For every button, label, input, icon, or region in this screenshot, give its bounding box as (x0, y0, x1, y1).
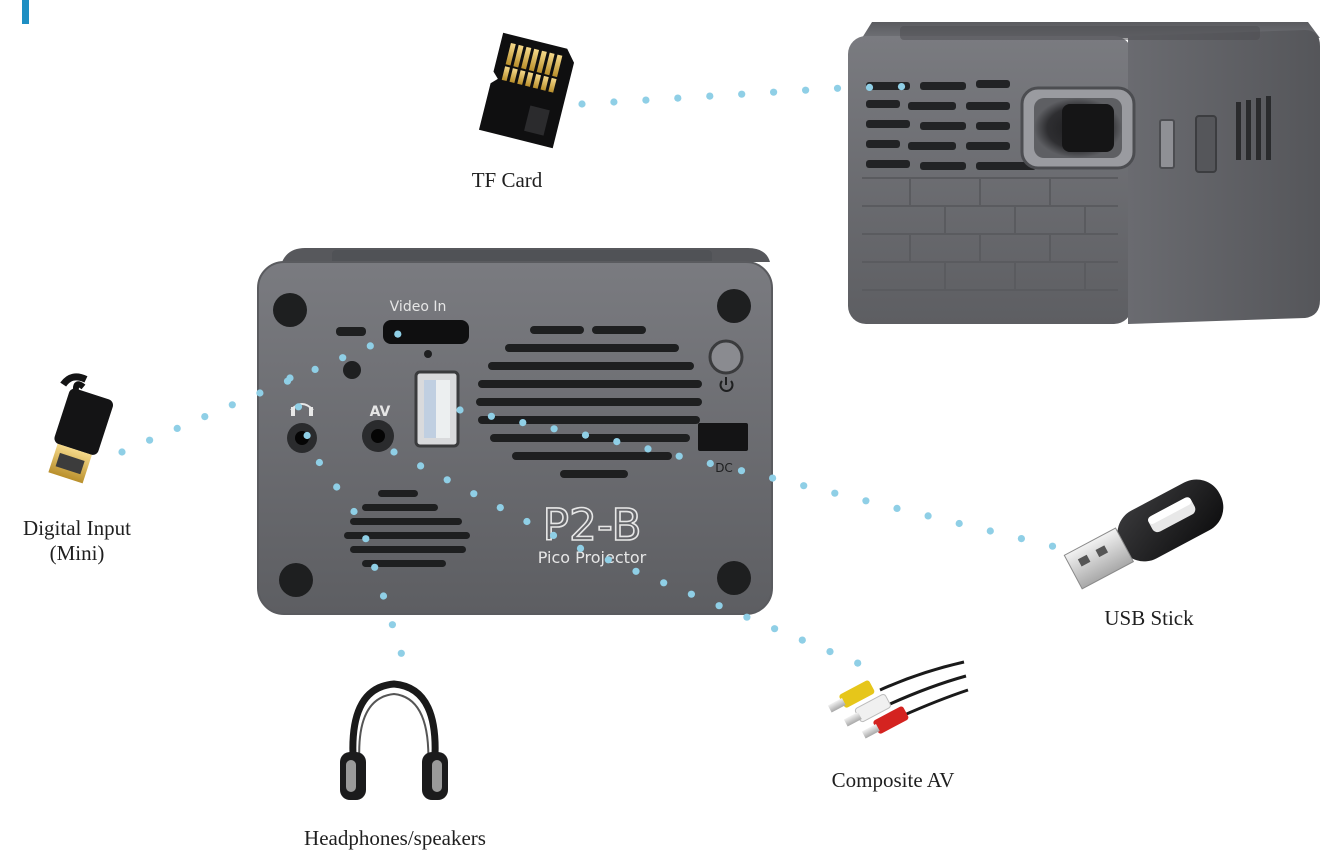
label-tf-card: TF Card (471, 168, 543, 192)
connection-dot (366, 342, 374, 350)
connection-dot (897, 83, 906, 91)
connection-dot (303, 431, 311, 440)
connection-dot (924, 512, 932, 520)
connection-dot (706, 92, 714, 100)
rca-cable-icon (827, 660, 969, 739)
connection-dot (675, 452, 683, 460)
connection-dot (738, 90, 746, 98)
connection-dot (118, 448, 126, 456)
connection-dot (201, 413, 209, 421)
connection-dot (826, 648, 834, 656)
connection-dot (394, 330, 402, 338)
connection-dot (800, 482, 808, 490)
model-name: P2-B (542, 500, 641, 551)
connection-dot (576, 544, 585, 553)
model-subtitle: Pico Projector (538, 548, 647, 567)
line-tf-card (578, 83, 906, 108)
connection-dot (549, 531, 558, 540)
headphone-port-icon (290, 403, 314, 416)
connection-dot (397, 649, 405, 657)
connection-dot (674, 94, 682, 102)
connection-dot (706, 459, 714, 468)
label-headphones: Headphones/speakers (304, 826, 486, 850)
connection-dot (371, 563, 379, 571)
connection-dot (769, 474, 777, 482)
line-headphones (286, 374, 405, 657)
connection-dot (604, 556, 612, 564)
connection-dot (687, 590, 696, 598)
connection-dot (456, 406, 464, 414)
connection-dot (286, 374, 294, 382)
connection-dot (715, 602, 723, 610)
label-digital-input-line2: (Mini) (49, 541, 105, 565)
label-usb-stick: USB Stick (1104, 606, 1194, 630)
video-in-label: Video In (390, 299, 447, 315)
connection-dot (417, 462, 425, 470)
connection-dot (578, 100, 586, 108)
usb-stick-icon (1063, 479, 1224, 590)
connection-lines (118, 83, 1057, 667)
connection-dot (660, 579, 668, 587)
connection-dot (362, 535, 370, 543)
dc-label: DC (715, 461, 733, 475)
connection-dot (519, 419, 527, 427)
line-usb (456, 406, 1057, 550)
line-av (390, 448, 862, 667)
connection-dot (350, 507, 358, 516)
connection-dot (173, 424, 181, 432)
connection-dot (470, 490, 478, 498)
connection-dot (831, 489, 839, 497)
connection-dot (379, 592, 388, 600)
label-digital-input: Digital Input (Mini) (2, 516, 152, 566)
connection-dot (770, 88, 778, 96)
power-icon (719, 377, 734, 392)
connection-dot (443, 476, 451, 484)
connection-dot (644, 445, 652, 453)
connection-dot (833, 84, 842, 92)
connection-dot (333, 483, 341, 491)
connection-dot (632, 567, 640, 575)
connection-dot (1017, 535, 1025, 543)
connection-dot (771, 625, 779, 633)
line-hdmi (118, 330, 402, 456)
connection-dot (496, 504, 504, 512)
av-label: AV (370, 404, 391, 420)
headphones-icon (340, 680, 448, 800)
hdmi-cable-icon (48, 373, 114, 484)
connection-dot (865, 83, 874, 91)
label-composite-av: Composite AV (831, 768, 955, 792)
connection-dot (854, 659, 862, 667)
connection-dot (146, 436, 154, 444)
connection-dot (487, 412, 495, 420)
connection-dot (581, 431, 590, 439)
connection-dot (893, 504, 901, 512)
connection-dot (642, 96, 650, 104)
connection-dot (256, 389, 264, 397)
connection-dot (339, 354, 347, 362)
connection-dot (986, 527, 994, 535)
projector-front-view (848, 22, 1320, 324)
connection-dot (228, 401, 236, 409)
microsd-card-icon (478, 32, 575, 149)
connection-dot (315, 458, 323, 467)
label-digital-input-line1: Digital Input (23, 516, 131, 540)
connection-dot (390, 448, 398, 456)
accent-bar (22, 0, 29, 24)
connection-dot (955, 519, 963, 528)
connection-dot (1048, 542, 1057, 550)
connection-dot (802, 86, 810, 94)
connection-dot (610, 98, 618, 106)
connection-dot (613, 438, 621, 446)
projector-back-view: Video In AV DC P2-B Pico Projector (257, 248, 773, 615)
connection-dot (862, 497, 870, 505)
connection-dot (311, 365, 319, 373)
connection-dot (388, 621, 396, 629)
connection-dot (798, 636, 806, 644)
connection-dot (550, 425, 558, 433)
connection-dot (743, 613, 751, 621)
connection-dot (523, 517, 531, 526)
connection-dot (294, 403, 303, 411)
connection-dot (737, 467, 746, 475)
